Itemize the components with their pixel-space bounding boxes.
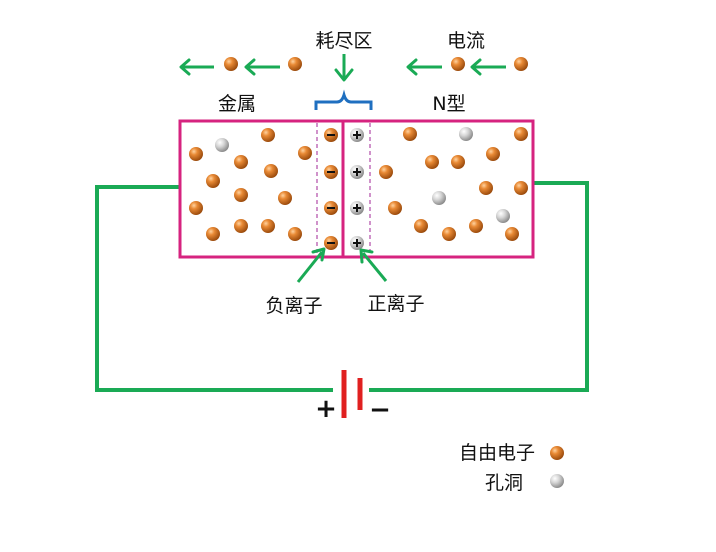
minus-sign-icon xyxy=(327,207,335,209)
electron-icon xyxy=(514,181,528,195)
flow-electron-icon xyxy=(288,57,302,71)
electron-icon xyxy=(451,155,465,169)
electron-icon xyxy=(189,147,203,161)
electron-icon xyxy=(206,174,220,188)
electron-icon xyxy=(234,188,248,202)
depletion-arrow-icon xyxy=(334,54,354,82)
depletion-region-label: 耗尽区 xyxy=(315,30,372,52)
plus-sign-v-icon xyxy=(356,168,358,176)
hole-icon xyxy=(459,127,473,141)
minus-sign-icon xyxy=(327,171,335,173)
circuit-wire-right xyxy=(362,181,589,392)
n-type-carriers xyxy=(379,127,528,241)
legend-hole-icon xyxy=(550,474,564,488)
flow-electron-icon xyxy=(451,57,465,71)
battery-plus-sign: + xyxy=(315,394,337,424)
electron-icon xyxy=(469,219,483,233)
left-arrow-icon xyxy=(470,58,506,76)
electron-icon xyxy=(479,181,493,195)
electron-icon xyxy=(261,219,275,233)
electron-icon xyxy=(414,219,428,233)
electron-icon xyxy=(505,227,519,241)
positive-ion-label: 正离子 xyxy=(367,293,424,315)
electron-icon xyxy=(379,165,393,179)
negative-ion-pointer-arrow-icon xyxy=(296,247,326,283)
legend-electron-icon xyxy=(550,446,564,460)
left-arrow-icon xyxy=(244,58,280,76)
battery-minus-sign: − xyxy=(369,395,391,425)
electron-icon xyxy=(514,127,528,141)
plus-sign-v-icon xyxy=(356,131,358,139)
electron-icon xyxy=(388,201,402,215)
electron-icon xyxy=(189,201,203,215)
metal-region xyxy=(178,119,345,259)
positive-ion-pointer-arrow-icon xyxy=(359,248,388,282)
n-type-region xyxy=(341,119,535,259)
hole-icon xyxy=(432,191,446,205)
electron-flow xyxy=(179,57,528,76)
electron-icon xyxy=(288,227,302,241)
electron-icon xyxy=(234,155,248,169)
electron-icon xyxy=(264,164,278,178)
negative-ion-label: 负离子 xyxy=(265,295,322,317)
electron-icon xyxy=(403,127,417,141)
legend: 自由电子 孔洞 xyxy=(459,442,564,494)
electron-icon xyxy=(234,219,248,233)
depletion-boundaries xyxy=(316,123,371,255)
electron-icon xyxy=(278,191,292,205)
electron-icon xyxy=(425,155,439,169)
legend-electron-label: 自由电子 xyxy=(459,442,535,464)
flow-electron-icon xyxy=(514,57,528,71)
depletion-ions xyxy=(324,128,364,250)
legend-hole-label: 孔洞 xyxy=(485,472,523,494)
hole-icon xyxy=(496,209,510,223)
metal-carriers xyxy=(189,128,312,241)
depletion-bracket-icon xyxy=(314,89,373,110)
electron-icon xyxy=(442,227,456,241)
electron-icon xyxy=(206,227,220,241)
plus-sign-v-icon xyxy=(356,204,358,212)
left-arrow-icon xyxy=(179,58,214,76)
battery-icon xyxy=(333,370,369,418)
electron-icon xyxy=(261,128,275,142)
minus-sign-icon xyxy=(327,242,335,244)
metal-label: 金属 xyxy=(218,93,256,115)
electron-icon xyxy=(486,147,500,161)
current-label: 电流 xyxy=(447,30,485,52)
flow-electron-icon xyxy=(224,57,238,71)
hole-icon xyxy=(215,138,229,152)
electron-icon xyxy=(298,146,312,160)
minus-sign-icon xyxy=(327,134,335,136)
left-arrow-icon xyxy=(406,58,442,76)
plus-sign-v-icon xyxy=(356,239,358,247)
circuit-wire xyxy=(95,185,333,392)
n-type-label: N型 xyxy=(432,93,465,115)
